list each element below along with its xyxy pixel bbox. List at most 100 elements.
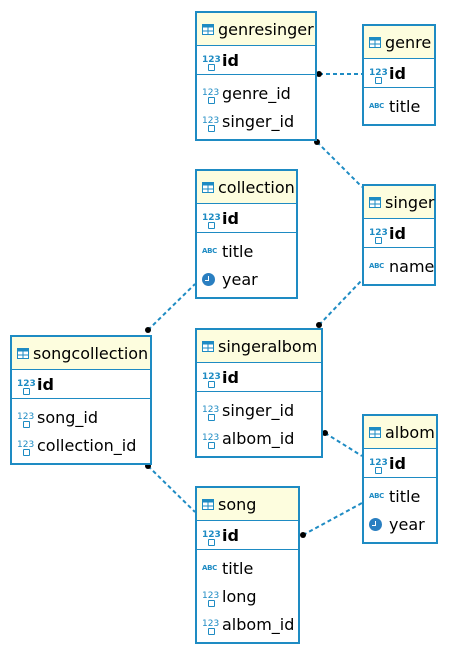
column-row[interactable]: year: [364, 510, 436, 538]
table-name: genre: [385, 32, 432, 52]
text-type-icon: ABC: [202, 246, 217, 255]
column-name: id: [389, 63, 406, 83]
table-header[interactable]: albom: [364, 416, 436, 449]
number-type-icon: 123: [202, 371, 221, 388]
column-name: title: [389, 96, 421, 116]
table-header[interactable]: singer: [364, 186, 435, 219]
clock-type-icon: [369, 517, 382, 531]
column-name: id: [222, 50, 239, 70]
number-type-icon: 123: [202, 404, 220, 421]
relation-line-singeralbom-singer[interactable]: [318, 279, 363, 326]
number-type-icon: 123: [369, 67, 388, 84]
relation-endpoint-dot: [316, 322, 322, 328]
text-type-icon: ABC: [202, 563, 217, 572]
table-header[interactable]: songcollection: [12, 337, 150, 370]
column-name: name: [389, 256, 435, 276]
text-type-icon: ABC: [369, 101, 384, 110]
number-type-icon: 123: [202, 87, 220, 104]
table-header[interactable]: genre: [364, 26, 434, 59]
column-name: year: [389, 514, 425, 534]
table-icon: [369, 36, 381, 48]
column-row[interactable]: ABC name: [364, 252, 434, 280]
relation-line-songcollection-song[interactable]: [147, 465, 196, 513]
column-name: title: [222, 558, 254, 578]
number-type-icon: 123: [202, 529, 221, 546]
table-icon: [202, 340, 214, 352]
column-name: collection_id: [37, 435, 137, 455]
column-row[interactable]: ABC title: [364, 92, 434, 120]
column-name: singer_id: [222, 111, 295, 131]
table-header[interactable]: song: [197, 488, 298, 521]
relation-line-genresinger-singer[interactable]: [316, 141, 363, 188]
table-name: singer: [385, 192, 435, 212]
table-icon: [202, 23, 214, 35]
column-name: id: [222, 208, 239, 228]
column-name: genre_id: [222, 83, 291, 103]
column-row[interactable]: ABC title: [197, 554, 298, 582]
number-type-icon: 123: [202, 590, 220, 607]
table-icon: [202, 498, 214, 510]
column-name: year: [222, 269, 258, 289]
relation-endpoint-dot: [145, 327, 151, 333]
table-header[interactable]: singeralbom: [197, 330, 321, 363]
column-row[interactable]: year: [197, 265, 296, 293]
column-name: id: [222, 525, 239, 545]
relation-endpoint-dot: [300, 532, 306, 538]
number-type-icon: 123: [202, 212, 221, 229]
column-name: id: [222, 367, 239, 387]
relation-line-songcollection-collection[interactable]: [147, 283, 196, 331]
table-header[interactable]: genresinger: [197, 13, 315, 46]
table-header[interactable]: collection: [197, 171, 296, 204]
relation-endpoint-dot: [322, 430, 328, 436]
column-name: id: [389, 223, 406, 243]
text-type-icon: ABC: [369, 261, 384, 270]
number-type-icon: 123: [17, 411, 35, 428]
relation-line-song-albom[interactable]: [302, 502, 363, 536]
table-name: song: [218, 494, 257, 514]
number-type-icon: 123: [202, 618, 220, 635]
table-icon: [17, 347, 29, 359]
relation-line-singeralbom-albom[interactable]: [324, 432, 363, 457]
columns-section: ABC name: [364, 248, 434, 284]
number-type-icon: 123: [202, 54, 221, 71]
table-name: albom: [385, 422, 435, 442]
